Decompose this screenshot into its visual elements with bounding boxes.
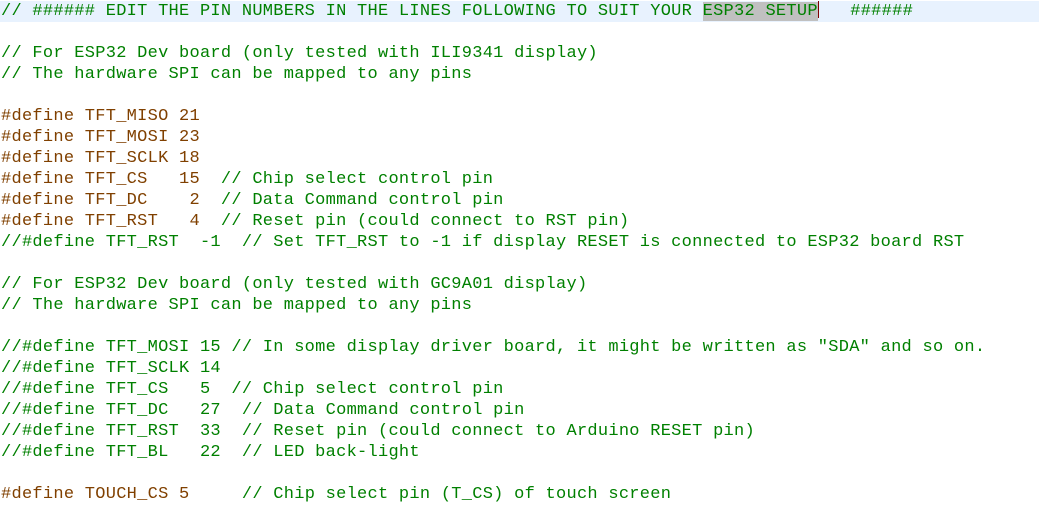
code-line-9[interactable]: #define TFT_CS 15 // Chip select control…	[1, 169, 493, 190]
code-line-1-text: // ###### EDIT THE PIN NUMBERS IN THE LI…	[1, 2, 703, 21]
code-line-8[interactable]: #define TFT_SCLK 18	[1, 149, 200, 168]
code-line-3[interactable]: // For ESP32 Dev board (only tested with…	[1, 44, 598, 63]
code-line-20[interactable]: //#define TFT_DC 27 // Data Command cont…	[1, 401, 525, 420]
code-line-9-code: #define TFT_CS 15	[1, 170, 221, 189]
code-line-21[interactable]: //#define TFT_RST 33 // Reset pin (could…	[1, 422, 755, 441]
code-line-18[interactable]: //#define TFT_SCLK 14	[1, 359, 221, 378]
code-line-6[interactable]: #define TFT_MISO 21	[1, 107, 200, 126]
code-line-24[interactable]: #define TOUCH_CS 5 // Chip select pin (T…	[1, 484, 671, 505]
text-caret	[817, 1, 819, 18]
code-line-10[interactable]: #define TFT_DC 2 // Data Command control…	[1, 190, 504, 211]
code-line-22[interactable]: //#define TFT_BL 22 // LED back-light	[1, 443, 420, 462]
code-line-1-tail: ######	[818, 2, 914, 21]
code-line-9-comment: // Chip select control pin	[220, 170, 494, 189]
code-line-11-comment: // Reset pin (could connect to RST pin)	[220, 212, 630, 231]
code-line-14[interactable]: // For ESP32 Dev board (only tested with…	[1, 275, 588, 294]
code-line-12[interactable]: //#define TFT_RST -1 // Set TFT_RST to -…	[1, 233, 965, 252]
code-line-11-code: #define TFT_RST 4	[1, 212, 221, 231]
code-line-1[interactable]: // ###### EDIT THE PIN NUMBERS IN THE LI…	[0, 1, 1039, 22]
code-line-10-code: #define TFT_DC 2	[1, 191, 221, 210]
code-line-24-code: #define TOUCH_CS 5	[1, 485, 242, 504]
code-line-7[interactable]: #define TFT_MOSI 23	[1, 128, 200, 147]
code-line-10-comment: // Data Command control pin	[220, 191, 504, 210]
code-line-24-comment: // Chip select pin (T_CS) of touch scree…	[241, 485, 672, 504]
code-line-4[interactable]: // The hardware SPI can be mapped to any…	[1, 65, 473, 84]
code-line-19[interactable]: //#define TFT_CS 5 // Chip select contro…	[1, 380, 504, 399]
selection-highlight[interactable]: ESP32 SETUP	[702, 2, 818, 21]
code-line-15[interactable]: // The hardware SPI can be mapped to any…	[1, 296, 473, 315]
code-line-17[interactable]: //#define TFT_MOSI 15 // In some display…	[1, 338, 986, 357]
code-line-11[interactable]: #define TFT_RST 4 // Reset pin (could co…	[1, 211, 629, 232]
